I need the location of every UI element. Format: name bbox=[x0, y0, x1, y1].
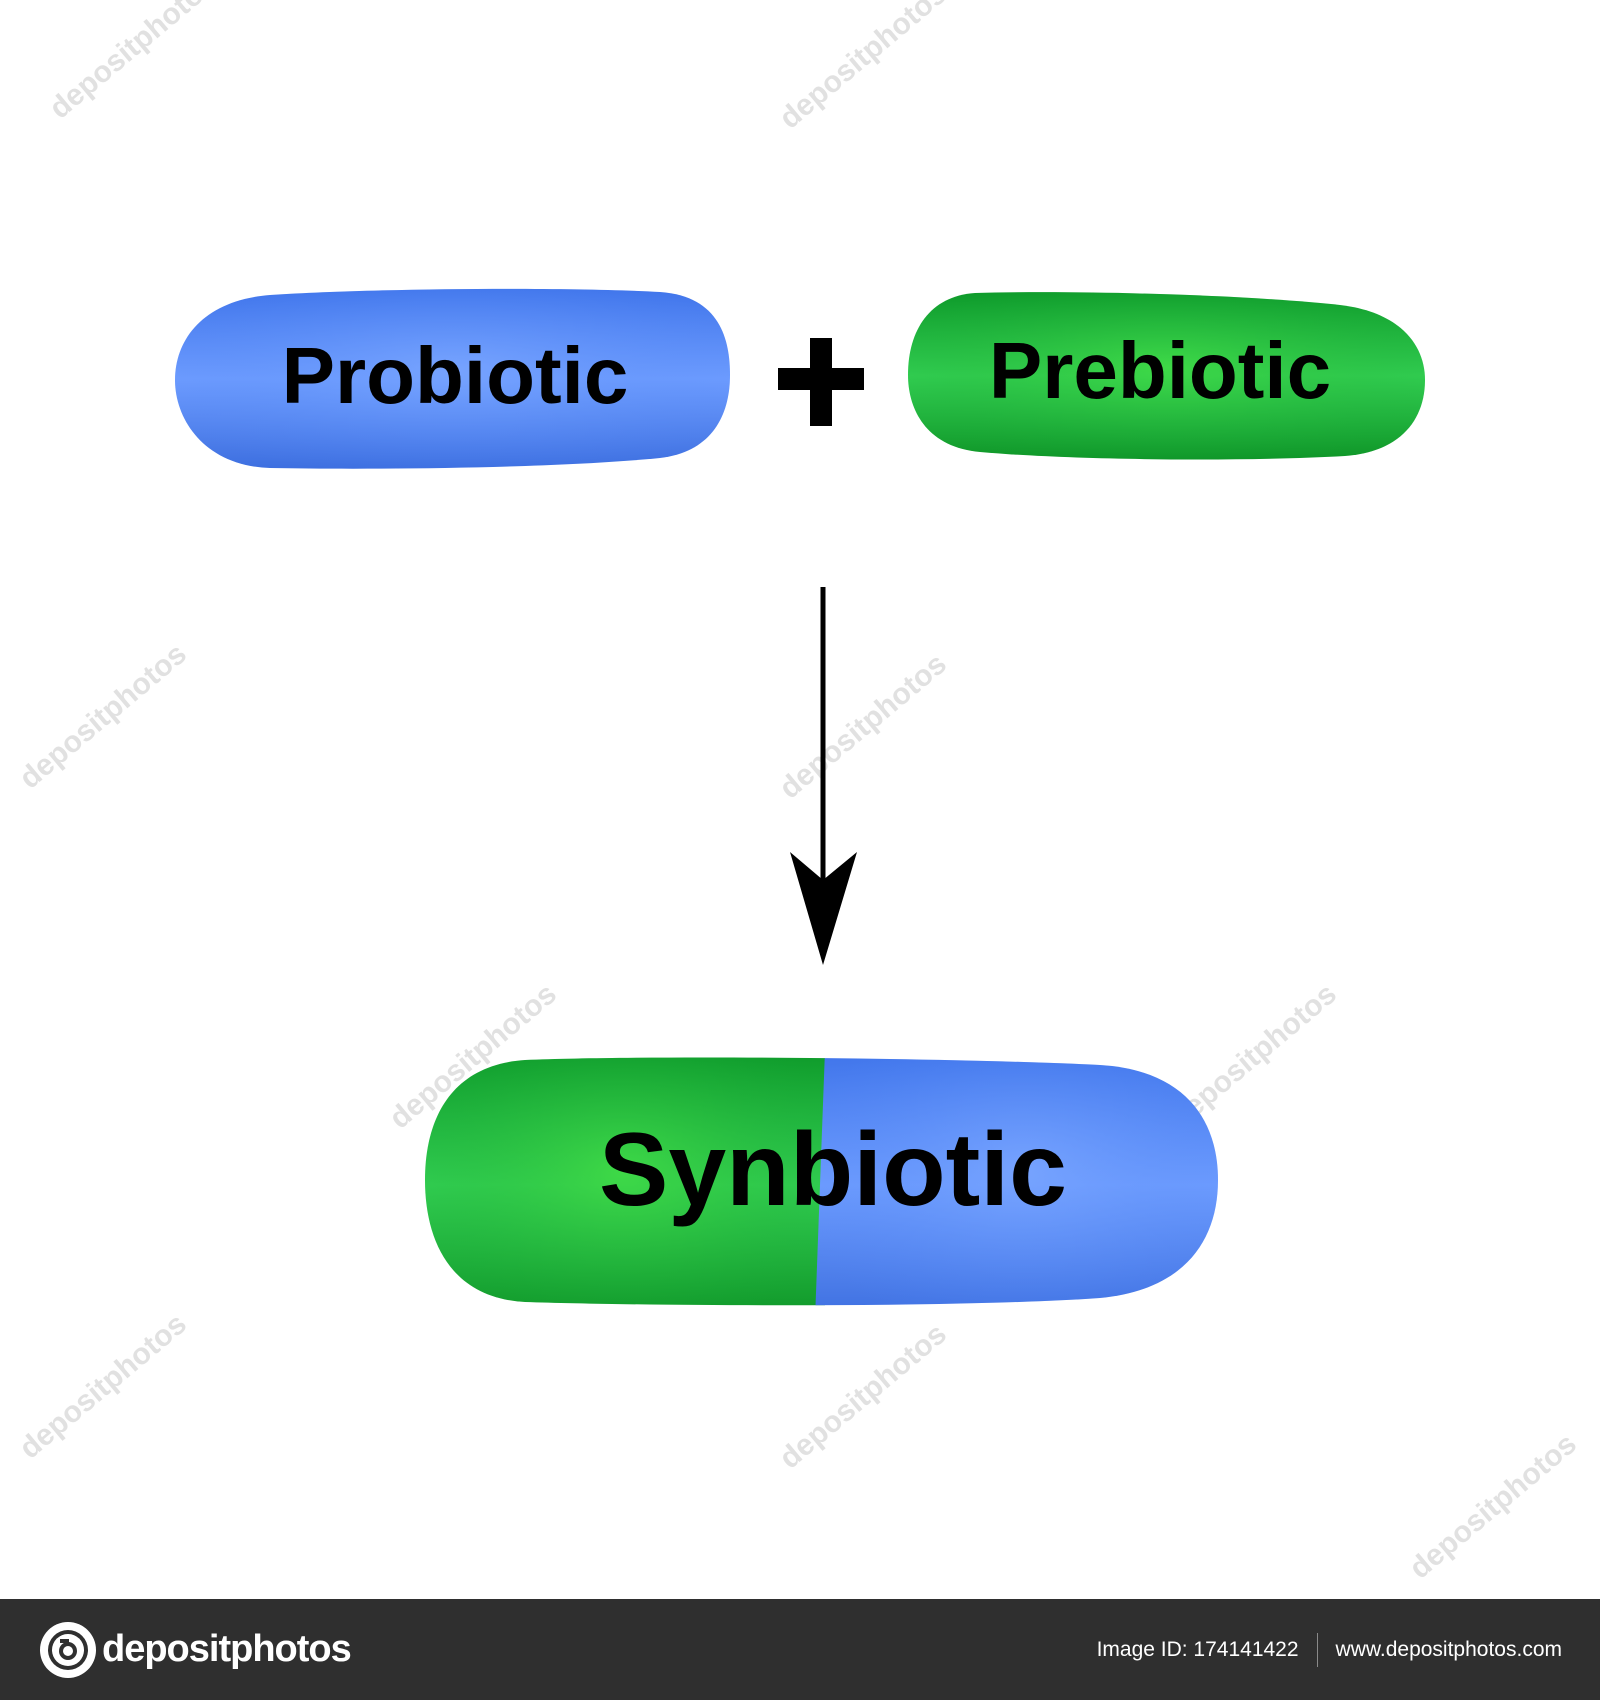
watermark-text: depositphotos bbox=[13, 637, 193, 795]
watermark-text: depositphotos bbox=[1403, 1427, 1583, 1585]
watermark-text: depositphotos bbox=[13, 1307, 193, 1465]
watermark-text: depositphotos bbox=[43, 0, 223, 125]
prebiotic-label: Prebiotic bbox=[989, 326, 1331, 415]
camera-icon bbox=[40, 1621, 96, 1678]
probiotic-label: Probiotic bbox=[282, 331, 629, 420]
watermark-text: depositphotos bbox=[773, 647, 953, 805]
footer-bar: depositphotos Image ID: 174141422 www.de… bbox=[0, 1599, 1600, 1700]
watermark-text: depositphotos bbox=[773, 1317, 953, 1475]
arrow-down-icon bbox=[790, 587, 857, 965]
synbiotic-pill bbox=[425, 1057, 1218, 1306]
footer-divider bbox=[1316, 1632, 1318, 1667]
footer-logo-text: depositphotos bbox=[102, 1628, 352, 1670]
probiotic-pill: Probiotic bbox=[175, 288, 730, 469]
plus-icon bbox=[778, 338, 864, 426]
footer-logo[interactable]: depositphotos bbox=[40, 1621, 352, 1678]
image-id: Image ID: 174141422 bbox=[1096, 1637, 1299, 1661]
synbiotic-diagram: depositphotos depositphotos depositphoto… bbox=[13, 0, 1583, 1585]
site-url[interactable]: www.depositphotos.com bbox=[1335, 1637, 1562, 1661]
watermark-text: depositphotos bbox=[773, 0, 953, 135]
footer-info: Image ID: 174141422 www.depositphotos.co… bbox=[1096, 1632, 1562, 1667]
prebiotic-pill: Prebiotic bbox=[908, 292, 1425, 460]
watermark-layer: depositphotos depositphotos depositphoto… bbox=[13, 0, 1583, 1585]
synbiotic-label: Synbiotic bbox=[599, 1112, 1067, 1228]
